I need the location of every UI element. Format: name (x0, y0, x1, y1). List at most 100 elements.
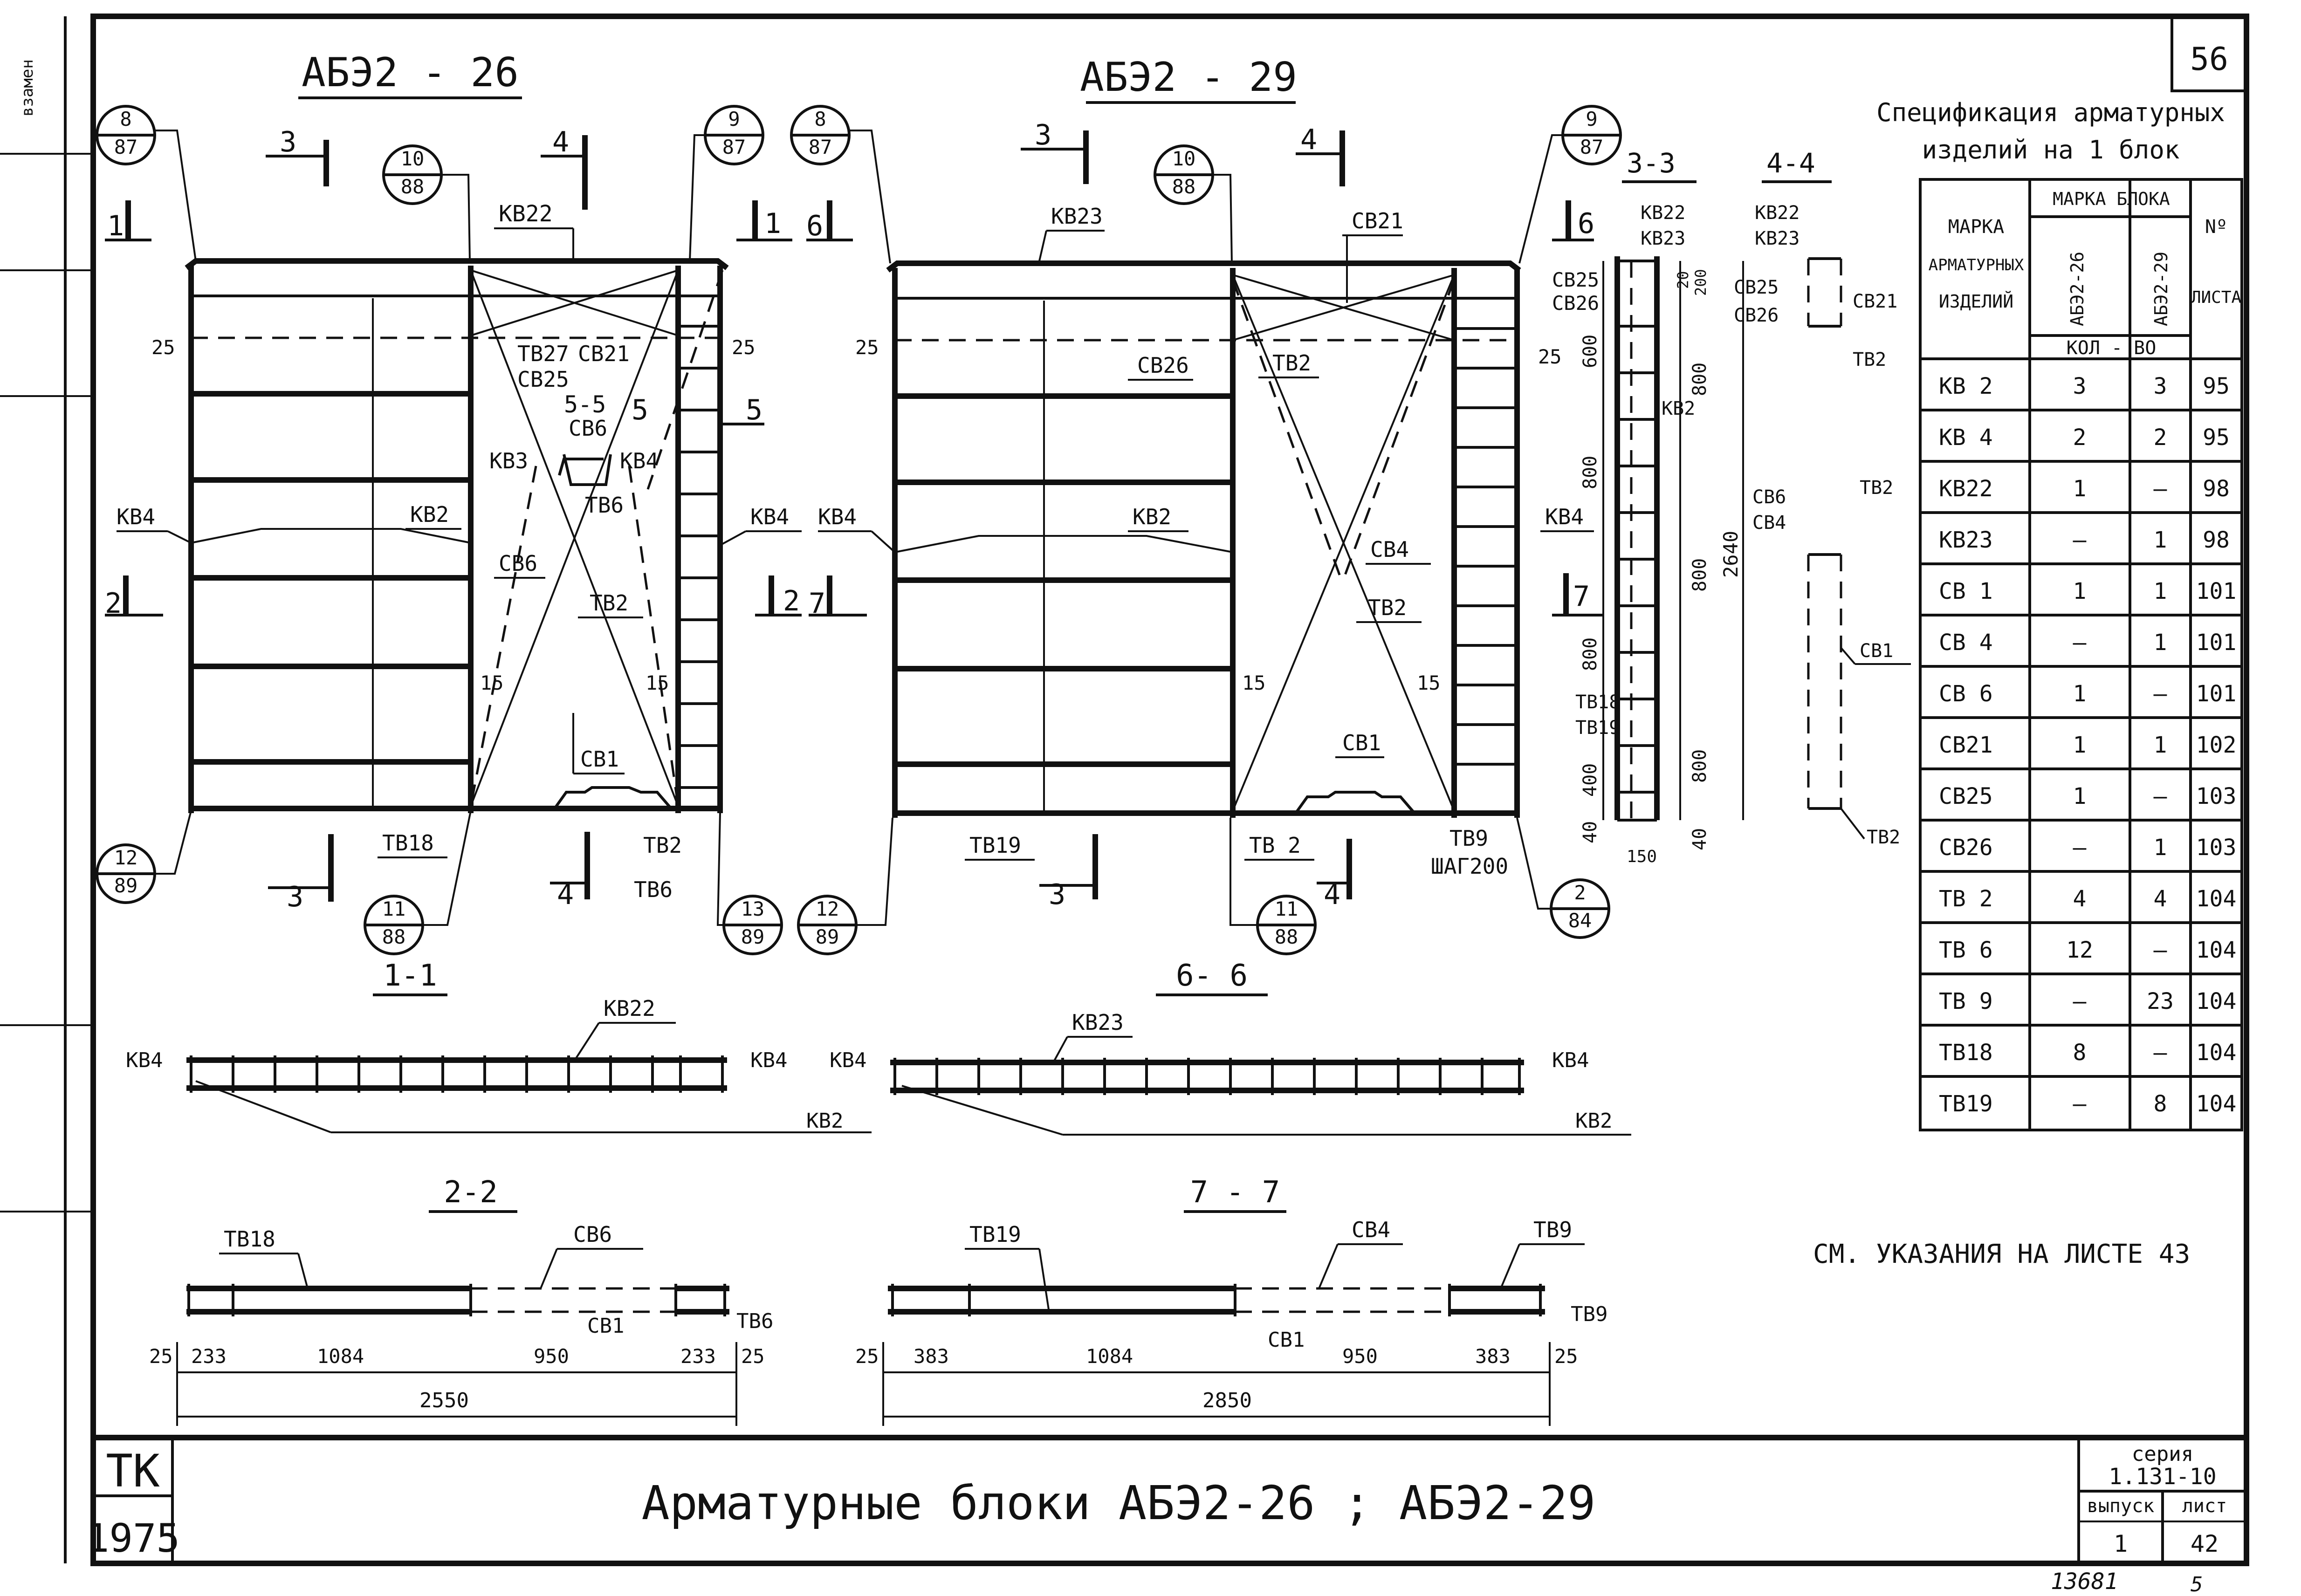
series-label: серия (2132, 1442, 2193, 1466)
callout: 9 87 (689, 105, 764, 261)
label-kv22: КВ22 (499, 201, 553, 227)
svg-text:КВ22: КВ22 (1641, 202, 1685, 224)
svg-text:АБЭ2-29: АБЭ2-29 (2151, 252, 2171, 326)
svg-text:200: 200 (1692, 269, 1710, 296)
callout: 11 88 (1229, 818, 1317, 955)
label-tv2-a: ТВ2 (1272, 350, 1311, 376)
svg-text:1: 1 (2073, 578, 2087, 604)
spec-title-2: изделий на 1 блок (1922, 135, 2180, 164)
frame-right-drawing (886, 260, 1521, 818)
svg-text:101: 101 (2196, 578, 2237, 604)
svg-text:ТВ 6: ТВ 6 (1939, 937, 1993, 963)
svg-text:МАРКА: МАРКА (1948, 216, 2004, 238)
svg-text:12: 12 (2066, 937, 2093, 963)
svg-text:КВ4: КВ4 (830, 1048, 866, 1072)
svg-text:3: 3 (1049, 878, 1065, 911)
svg-text:2: 2 (2154, 425, 2167, 451)
svg-text:104: 104 (2196, 1091, 2237, 1117)
svg-text:2640: 2640 (1719, 531, 1742, 578)
svg-text:СВ 1: СВ 1 (1939, 578, 1993, 604)
svg-text:12: 12 (816, 897, 839, 920)
label-sv21: СВ21 (1352, 208, 1403, 233)
callout: 8 87 (96, 105, 197, 261)
svg-text:9: 9 (1586, 108, 1597, 130)
svg-text:КВ2: КВ2 (806, 1109, 843, 1133)
svg-text:10: 10 (401, 147, 425, 170)
svg-text:КВ4: КВ4 (750, 1048, 787, 1072)
section-2-2-title: 2-2 (444, 1175, 498, 1210)
label-sv25: СВ25 (517, 367, 569, 392)
dim-25-b: 25 (732, 336, 756, 359)
svg-text:5: 5 (746, 394, 762, 426)
note-text: СМ. УКАЗАНИЯ НА ЛИСТЕ 43 (1813, 1239, 2190, 1269)
svg-text:233: 233 (680, 1345, 716, 1368)
svg-text:1: 1 (2154, 835, 2167, 861)
label-section-5-5: 5-5 (564, 391, 606, 418)
labels-left-frame: КВ22 ТВ27 СВ21 СВ25 5-5 СВ6 КВ3 КВ4 ТВ6 … (117, 201, 802, 902)
svg-text:87: 87 (809, 136, 832, 158)
label-step200: ШАГ200 (1431, 854, 1508, 879)
label-kv2: КВ2 (410, 502, 449, 527)
frame-left-drawing (185, 258, 729, 813)
svg-text:8: 8 (814, 108, 826, 130)
label-kv4-a: КВ4 (620, 448, 659, 473)
svg-text:ТВ19: ТВ19 (1575, 717, 1620, 739)
svg-text:МАРКА БЛОКА: МАРКА БЛОКА (2053, 189, 2170, 209)
svg-text:СВ 4: СВ 4 (1939, 630, 1993, 656)
section-1-1: 1-1 КВ22 КВ4 КВ4 КВ2 (126, 959, 872, 1133)
label-tv2-a: ТВ2 (590, 590, 628, 616)
section-mark: 4 (1296, 123, 1345, 186)
svg-text:4: 4 (2154, 886, 2167, 912)
svg-text:—: — (2154, 783, 2167, 809)
sheet-frame: взамен (0, 14, 2249, 1566)
sheet-label: лист (2182, 1495, 2227, 1517)
label-tv2-b: ТВ2 (643, 833, 682, 858)
svg-text:КВ23: КВ23 (1641, 228, 1685, 249)
svg-text:88: 88 (1172, 175, 1196, 198)
svg-text:104: 104 (2196, 886, 2237, 912)
svg-text:3: 3 (2073, 373, 2087, 399)
svg-text:8: 8 (120, 108, 131, 130)
svg-text:12: 12 (114, 846, 138, 869)
section-mark: 4 (1317, 839, 1352, 911)
series-value: 1.131-10 (2109, 1464, 2216, 1490)
section-mark: 6 (1552, 200, 1594, 241)
label-sv26-b: СВ26 (1552, 292, 1599, 315)
svg-text:КВ4: КВ4 (126, 1048, 163, 1072)
svg-text:КОЛ - ВО: КОЛ - ВО (2067, 337, 2157, 359)
svg-text:4: 4 (552, 126, 569, 158)
block-title-left: АБЭ2 - 26 (302, 49, 519, 96)
callout: 8 87 (790, 105, 891, 264)
svg-text:1: 1 (107, 210, 124, 242)
section-4-4-title: 4-4 (1766, 147, 1815, 179)
drawing-title: Арматурные блоки АБЭ2-26 ; АБЭ2-29 (642, 1476, 1596, 1530)
svg-text:1: 1 (2154, 630, 2167, 656)
svg-text:800: 800 (1580, 456, 1601, 489)
svg-text:800: 800 (1689, 363, 1710, 396)
svg-text:КВ 4: КВ 4 (1939, 425, 1993, 451)
svg-text:1084: 1084 (317, 1345, 364, 1368)
svg-text:25: 25 (149, 1345, 173, 1368)
label-sv25: СВ25 (1552, 268, 1599, 291)
section-mark: 2 (105, 575, 163, 620)
section-3-3: 3-3 КВ22 КВ23 КВ2 ТВ18 ТВ19 20 200 600 8… (1575, 147, 1744, 866)
callout: 2 84 (1516, 817, 1610, 939)
svg-text:102: 102 (2196, 732, 2237, 758)
svg-text:КВ23: КВ23 (1072, 1010, 1124, 1035)
section-4-4: 4-4 КВ22 КВ23 СВ25 СВ26 СВ21 ТВ2 ТВ2 СВ6… (1734, 147, 1911, 848)
left-strip-text: взамен (18, 59, 37, 116)
svg-text:95: 95 (2203, 373, 2230, 399)
section-mark: 3 (266, 126, 329, 186)
svg-text:13: 13 (741, 897, 765, 920)
label-kv4-right: КВ4 (750, 504, 789, 529)
svg-text:ТВ2: ТВ2 (1853, 349, 1886, 370)
svg-text:6: 6 (806, 210, 823, 242)
svg-text:9: 9 (728, 108, 740, 130)
svg-text:—: — (2073, 630, 2087, 656)
svg-text:3: 3 (2154, 373, 2167, 399)
